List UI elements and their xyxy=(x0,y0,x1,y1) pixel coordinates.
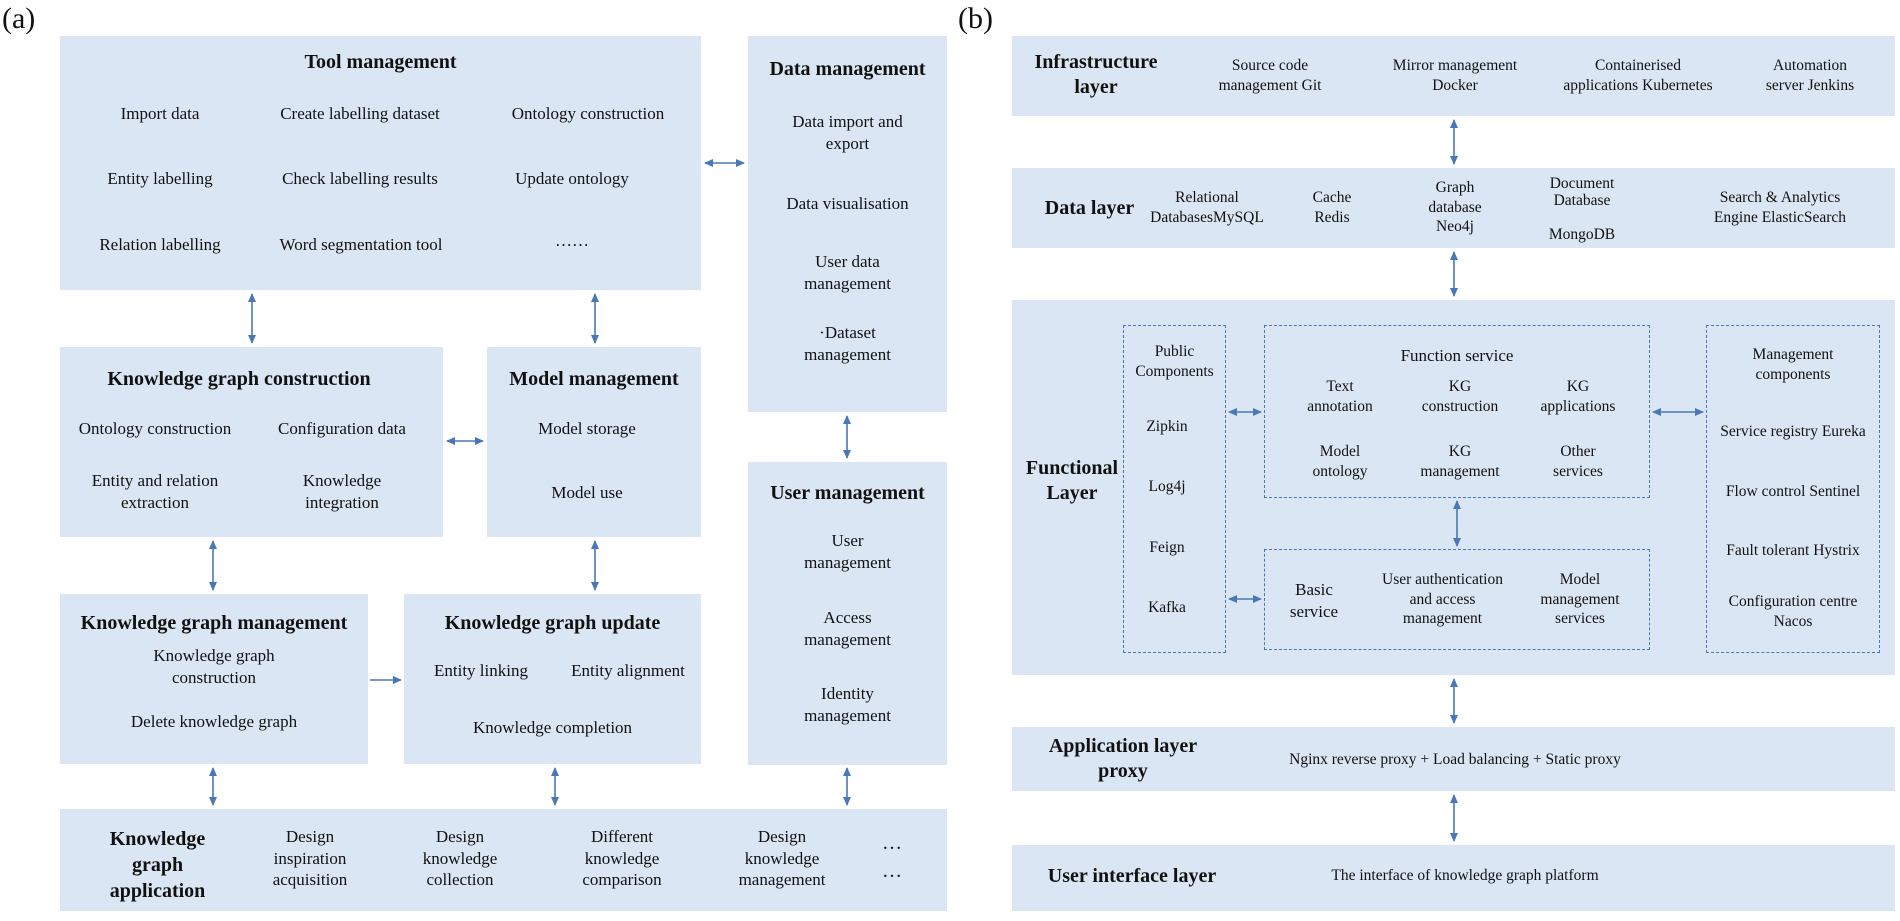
user-item: Access management xyxy=(804,608,891,649)
kg-construction-item: Knowledge integration xyxy=(302,471,382,512)
tool-item: Ontology construction xyxy=(511,104,665,123)
function-service-item: KG construction xyxy=(1421,378,1499,415)
ui-layer-title: User interface layer xyxy=(1047,865,1217,887)
user-item: Identity management xyxy=(804,684,891,725)
data-layer-item: Search & Analytics Engine ElasticSearch xyxy=(1713,189,1847,226)
function-service-item: Model ontology xyxy=(1312,443,1368,480)
infrastructure-item: Automation server Jenkins xyxy=(1765,57,1855,94)
tool-item: Check labelling results xyxy=(282,169,438,188)
panel-a-label: (a) xyxy=(2,2,36,35)
public-component-item: Zipkin xyxy=(1146,418,1188,435)
kg-application-item: Design knowledge collection xyxy=(422,827,498,890)
basic-service-group xyxy=(1264,549,1650,650)
data-layer-box xyxy=(1012,168,1895,248)
model-item: Model storage xyxy=(538,419,636,438)
management-component-item: Configuration centre Nacos xyxy=(1728,593,1858,630)
public-components-title: Public Components xyxy=(1135,343,1214,380)
data-layer-item: Graph database Neo4j xyxy=(1428,179,1482,236)
kg-update-title: Knowledge graph update xyxy=(444,612,661,634)
model-item: Model use xyxy=(551,483,623,502)
functional-layer-box xyxy=(1012,300,1895,675)
management-components-title: Management components xyxy=(1752,346,1834,383)
application-proxy-title: Application layer proxy xyxy=(1048,735,1198,783)
kg-management-item: Delete knowledge graph xyxy=(130,712,298,731)
kg-management-box xyxy=(60,594,368,764)
kg-construction-item: Ontology construction xyxy=(78,419,232,438)
data-layer-item: Relational DatabasesMySQL xyxy=(1150,189,1264,226)
kg-update-box xyxy=(404,594,701,764)
tool-item: Import data xyxy=(120,104,200,123)
public-component-item: Kafka xyxy=(1148,599,1186,616)
infrastructure-item: Containerised applications Kubernetes xyxy=(1563,57,1713,94)
kg-construction-box xyxy=(60,347,443,537)
infrastructure-layer-box xyxy=(1012,36,1895,116)
tool-management-title: Tool management xyxy=(304,51,457,73)
infrastructure-item: Source code management Git xyxy=(1218,57,1322,94)
kg-application-title: Knowledge graph application xyxy=(109,828,206,902)
data-management-box xyxy=(748,36,947,412)
application-proxy-text: Nginx reverse proxy + Load balancing + S… xyxy=(1289,751,1621,768)
ui-layer-box xyxy=(1012,845,1895,911)
basic-service-title: Basic service xyxy=(1289,580,1339,621)
user-management-box xyxy=(748,462,947,765)
function-service-item: Text annotation xyxy=(1307,378,1373,415)
tool-item: Update ontology xyxy=(515,169,629,188)
function-service-item: Other services xyxy=(1553,443,1603,480)
tool-item: Entity labelling xyxy=(107,169,213,188)
kg-management-title: Knowledge graph management xyxy=(80,612,348,634)
function-service-title: Function service xyxy=(1400,346,1514,365)
application-proxy-box xyxy=(1012,727,1895,791)
panel-b-label: (b) xyxy=(958,2,993,35)
ui-layer-text: The interface of knowledge graph platfor… xyxy=(1331,867,1599,884)
kg-management-item: Knowledge graph construction xyxy=(153,646,275,687)
function-service-group xyxy=(1264,325,1650,498)
data-item: User data management xyxy=(804,252,891,293)
kg-construction-item: Entity and relation extraction xyxy=(91,471,219,512)
management-component-item: Service registry Eureka xyxy=(1720,423,1866,440)
infrastructure-layer-title: Infrastructure layer xyxy=(1034,51,1158,99)
management-components-group xyxy=(1706,325,1880,653)
basic-service-item: Model management services xyxy=(1540,571,1620,628)
model-management-title: Model management xyxy=(509,368,679,390)
ellipsis-mark: … xyxy=(882,860,902,882)
tool-item: …… xyxy=(555,231,589,250)
kg-application-item: Different knowledge comparison xyxy=(582,827,662,890)
public-component-item: Feign xyxy=(1149,539,1185,556)
functional-layer-title: Functional Layer xyxy=(1025,457,1119,505)
data-layer-item: Document Database MongoDB xyxy=(1548,175,1616,244)
kg-construction-title: Knowledge graph construction xyxy=(107,368,371,390)
management-component-item: Fault tolerant Hystrix xyxy=(1726,542,1860,559)
ellipsis-mark: … xyxy=(882,832,902,854)
tool-item: Relation labelling xyxy=(99,235,221,254)
data-management-title: Data management xyxy=(769,58,926,80)
data-layer-title: Data layer xyxy=(1044,197,1135,219)
data-layer-item: Cache Redis xyxy=(1312,189,1352,226)
tool-management-box xyxy=(60,36,701,290)
kg-update-item: Entity alignment xyxy=(571,661,685,680)
model-management-box xyxy=(487,347,701,537)
public-components-group xyxy=(1123,325,1226,653)
function-service-item: KG applications xyxy=(1540,378,1616,415)
kg-construction-item: Configuration data xyxy=(278,419,406,438)
management-component-item: Flow control Sentinel xyxy=(1725,483,1861,500)
tool-item: Create labelling dataset xyxy=(280,104,440,123)
tool-item: Word segmentation tool xyxy=(279,235,443,254)
kg-application-item: Design knowledge management xyxy=(738,827,826,890)
public-component-item: Log4j xyxy=(1148,478,1186,495)
kg-application-item: Design inspiration acquisition xyxy=(272,827,348,890)
function-service-item: KG management xyxy=(1420,443,1500,480)
kg-update-item: Entity linking xyxy=(434,661,528,680)
basic-service-item: User authentication and access managemen… xyxy=(1382,571,1503,628)
data-item: Data visualisation xyxy=(786,194,909,213)
user-management-title: User management xyxy=(770,482,925,504)
kg-application-box xyxy=(60,809,947,911)
data-item: ·Dataset management xyxy=(804,323,891,364)
kg-update-item: Knowledge completion xyxy=(472,718,633,737)
user-item: User management xyxy=(804,531,891,572)
data-item: Data import and export xyxy=(792,112,903,153)
infrastructure-item: Mirror management Docker xyxy=(1392,57,1518,94)
